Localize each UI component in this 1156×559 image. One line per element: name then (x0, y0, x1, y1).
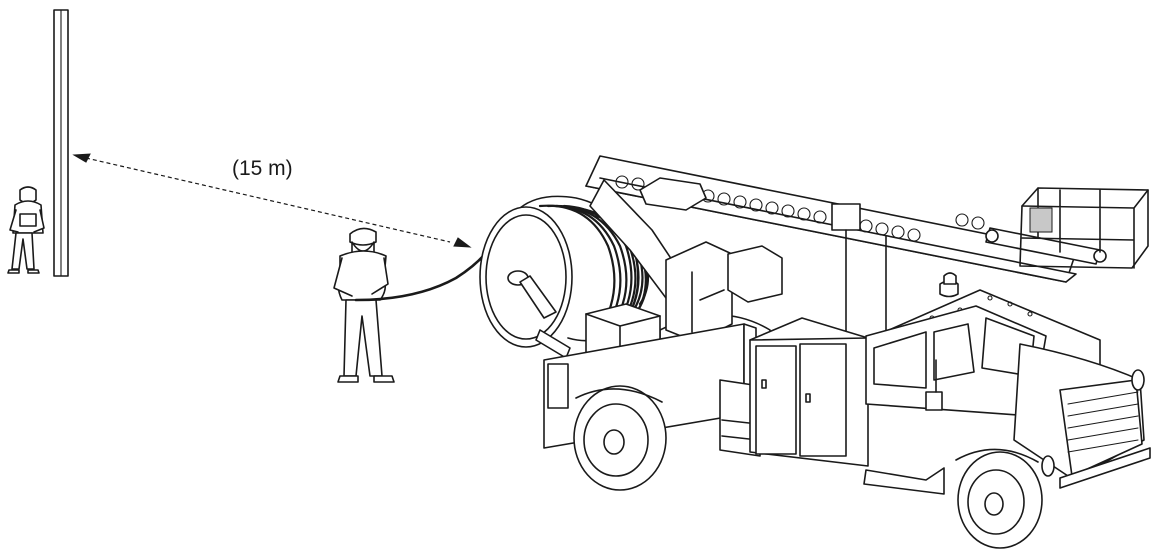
side-compartment (749, 317, 869, 467)
rear-wheel (573, 385, 667, 491)
arrowhead-pole (72, 153, 91, 163)
cable-reel (479, 195, 650, 359)
running-board (863, 467, 945, 495)
bucket-panel (1029, 207, 1053, 233)
boom-truck (479, 155, 1151, 549)
worker-at-pole (7, 186, 45, 274)
bucket-platform (1019, 187, 1149, 269)
front-wheel (955, 448, 1043, 549)
distance-dimension-line (72, 153, 472, 248)
worker-with-cable (333, 227, 395, 383)
truck-hood-grille (1013, 343, 1151, 489)
distance-label: (15 m) (232, 157, 293, 180)
utility-pole (53, 9, 69, 277)
pulled-cable (354, 246, 492, 302)
truck-cab (865, 305, 1047, 417)
boom-arm (585, 155, 1107, 283)
arrowhead-reel (453, 237, 472, 248)
